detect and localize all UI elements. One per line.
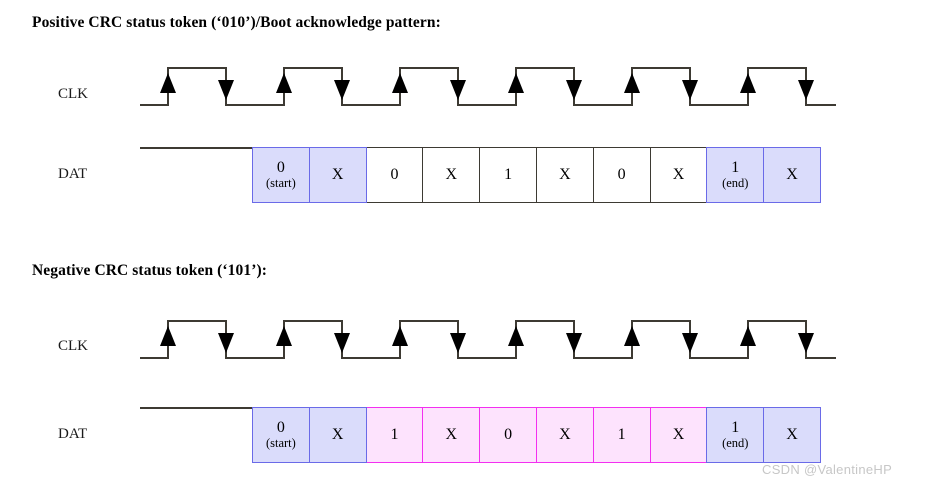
clock-waveform-diagram-1 [140, 67, 836, 106]
dat-label-diagram-1: DAT [58, 166, 88, 182]
negative-crc-title: Negative CRC status token (‘101’): [32, 262, 267, 279]
clock-waveform-diagram-2 [140, 320, 836, 359]
dat-cell: 0 [365, 147, 424, 203]
dat-cell-value: 1 [731, 418, 740, 436]
dat-cell: X [535, 407, 594, 463]
dat-cells-diagram-1: 0 (start) X 0 X 1 X 0 X [252, 147, 821, 205]
dat-cell: X [763, 147, 821, 203]
dat-cell-value: 0 [617, 165, 626, 183]
clk-label-diagram-1: CLK [58, 86, 88, 102]
dat-cell: 1 (end) [706, 407, 765, 463]
dat-cell-value: X [672, 165, 685, 183]
dat-cell: 1 [479, 147, 537, 203]
dat-cell-value: X [445, 425, 458, 443]
dat-cell-list-diagram-2: 0 (start) X 1 X 0 X 1 X [252, 407, 821, 463]
dat-cell-value: 0 [390, 165, 399, 183]
dat-cell-value: X [672, 425, 685, 443]
clock-falling-edge-arrows [218, 333, 814, 353]
dat-label-diagram-2: DAT [58, 426, 88, 442]
clock-falling-edge-arrows [218, 80, 814, 100]
positive-crc-title: Positive CRC status token (‘010’)/Boot a… [32, 14, 441, 31]
csdn-watermark: CSDN @ValentineHP [762, 462, 893, 477]
dat-cell: 1 [592, 407, 651, 463]
dat-cell-note: (start) [265, 176, 296, 191]
dat-cell-value: X [786, 425, 798, 443]
dat-cell-list-diagram-1: 0 (start) X 0 X 1 X 0 X [252, 147, 821, 203]
dat-cells-diagram-2: 0 (start) X 1 X 0 X 1 X [252, 407, 821, 465]
dat-cell-value: 1 [390, 425, 399, 443]
dat-cell: X [422, 407, 481, 463]
dat-cell-value: X [559, 425, 571, 443]
dat-cell: 1 [365, 407, 424, 463]
dat-lead-line-diagram-2 [140, 407, 253, 409]
clk-label-diagram-2: CLK [58, 338, 88, 354]
dat-cell-value: 1 [731, 158, 740, 176]
dat-cell: X [649, 147, 708, 203]
dat-cell: 0 [479, 407, 537, 463]
dat-cell-value: X [331, 425, 344, 443]
dat-cell-value: X [786, 165, 798, 183]
dat-cell-value: X [331, 165, 344, 183]
dat-cell: 0 (start) [252, 407, 310, 463]
dat-cell-note: (start) [265, 436, 296, 451]
dat-cell-note: (end) [722, 176, 749, 191]
dat-cell-value: 0 [504, 425, 513, 443]
dat-cell: X [535, 147, 594, 203]
dat-cell-value: 1 [617, 425, 626, 443]
dat-cell-value: 0 [276, 418, 285, 436]
dat-cell: X [422, 147, 481, 203]
clock-rising-edge-arrows [160, 326, 756, 346]
dat-cell: 1 (end) [706, 147, 765, 203]
dat-cell: 0 (start) [252, 147, 310, 203]
dat-cell: 0 [592, 147, 651, 203]
dat-cell-value: 1 [504, 165, 513, 183]
dat-cell-value: 0 [276, 158, 285, 176]
dat-cell: X [308, 147, 367, 203]
dat-cell-value: X [445, 165, 458, 183]
dat-cell-note: (end) [722, 436, 749, 451]
dat-cell: X [763, 407, 821, 463]
dat-lead-line-diagram-1 [140, 147, 253, 149]
dat-cell-value: X [559, 165, 571, 183]
clock-rising-edge-arrows [160, 73, 756, 93]
dat-cell: X [308, 407, 367, 463]
dat-cell: X [649, 407, 708, 463]
